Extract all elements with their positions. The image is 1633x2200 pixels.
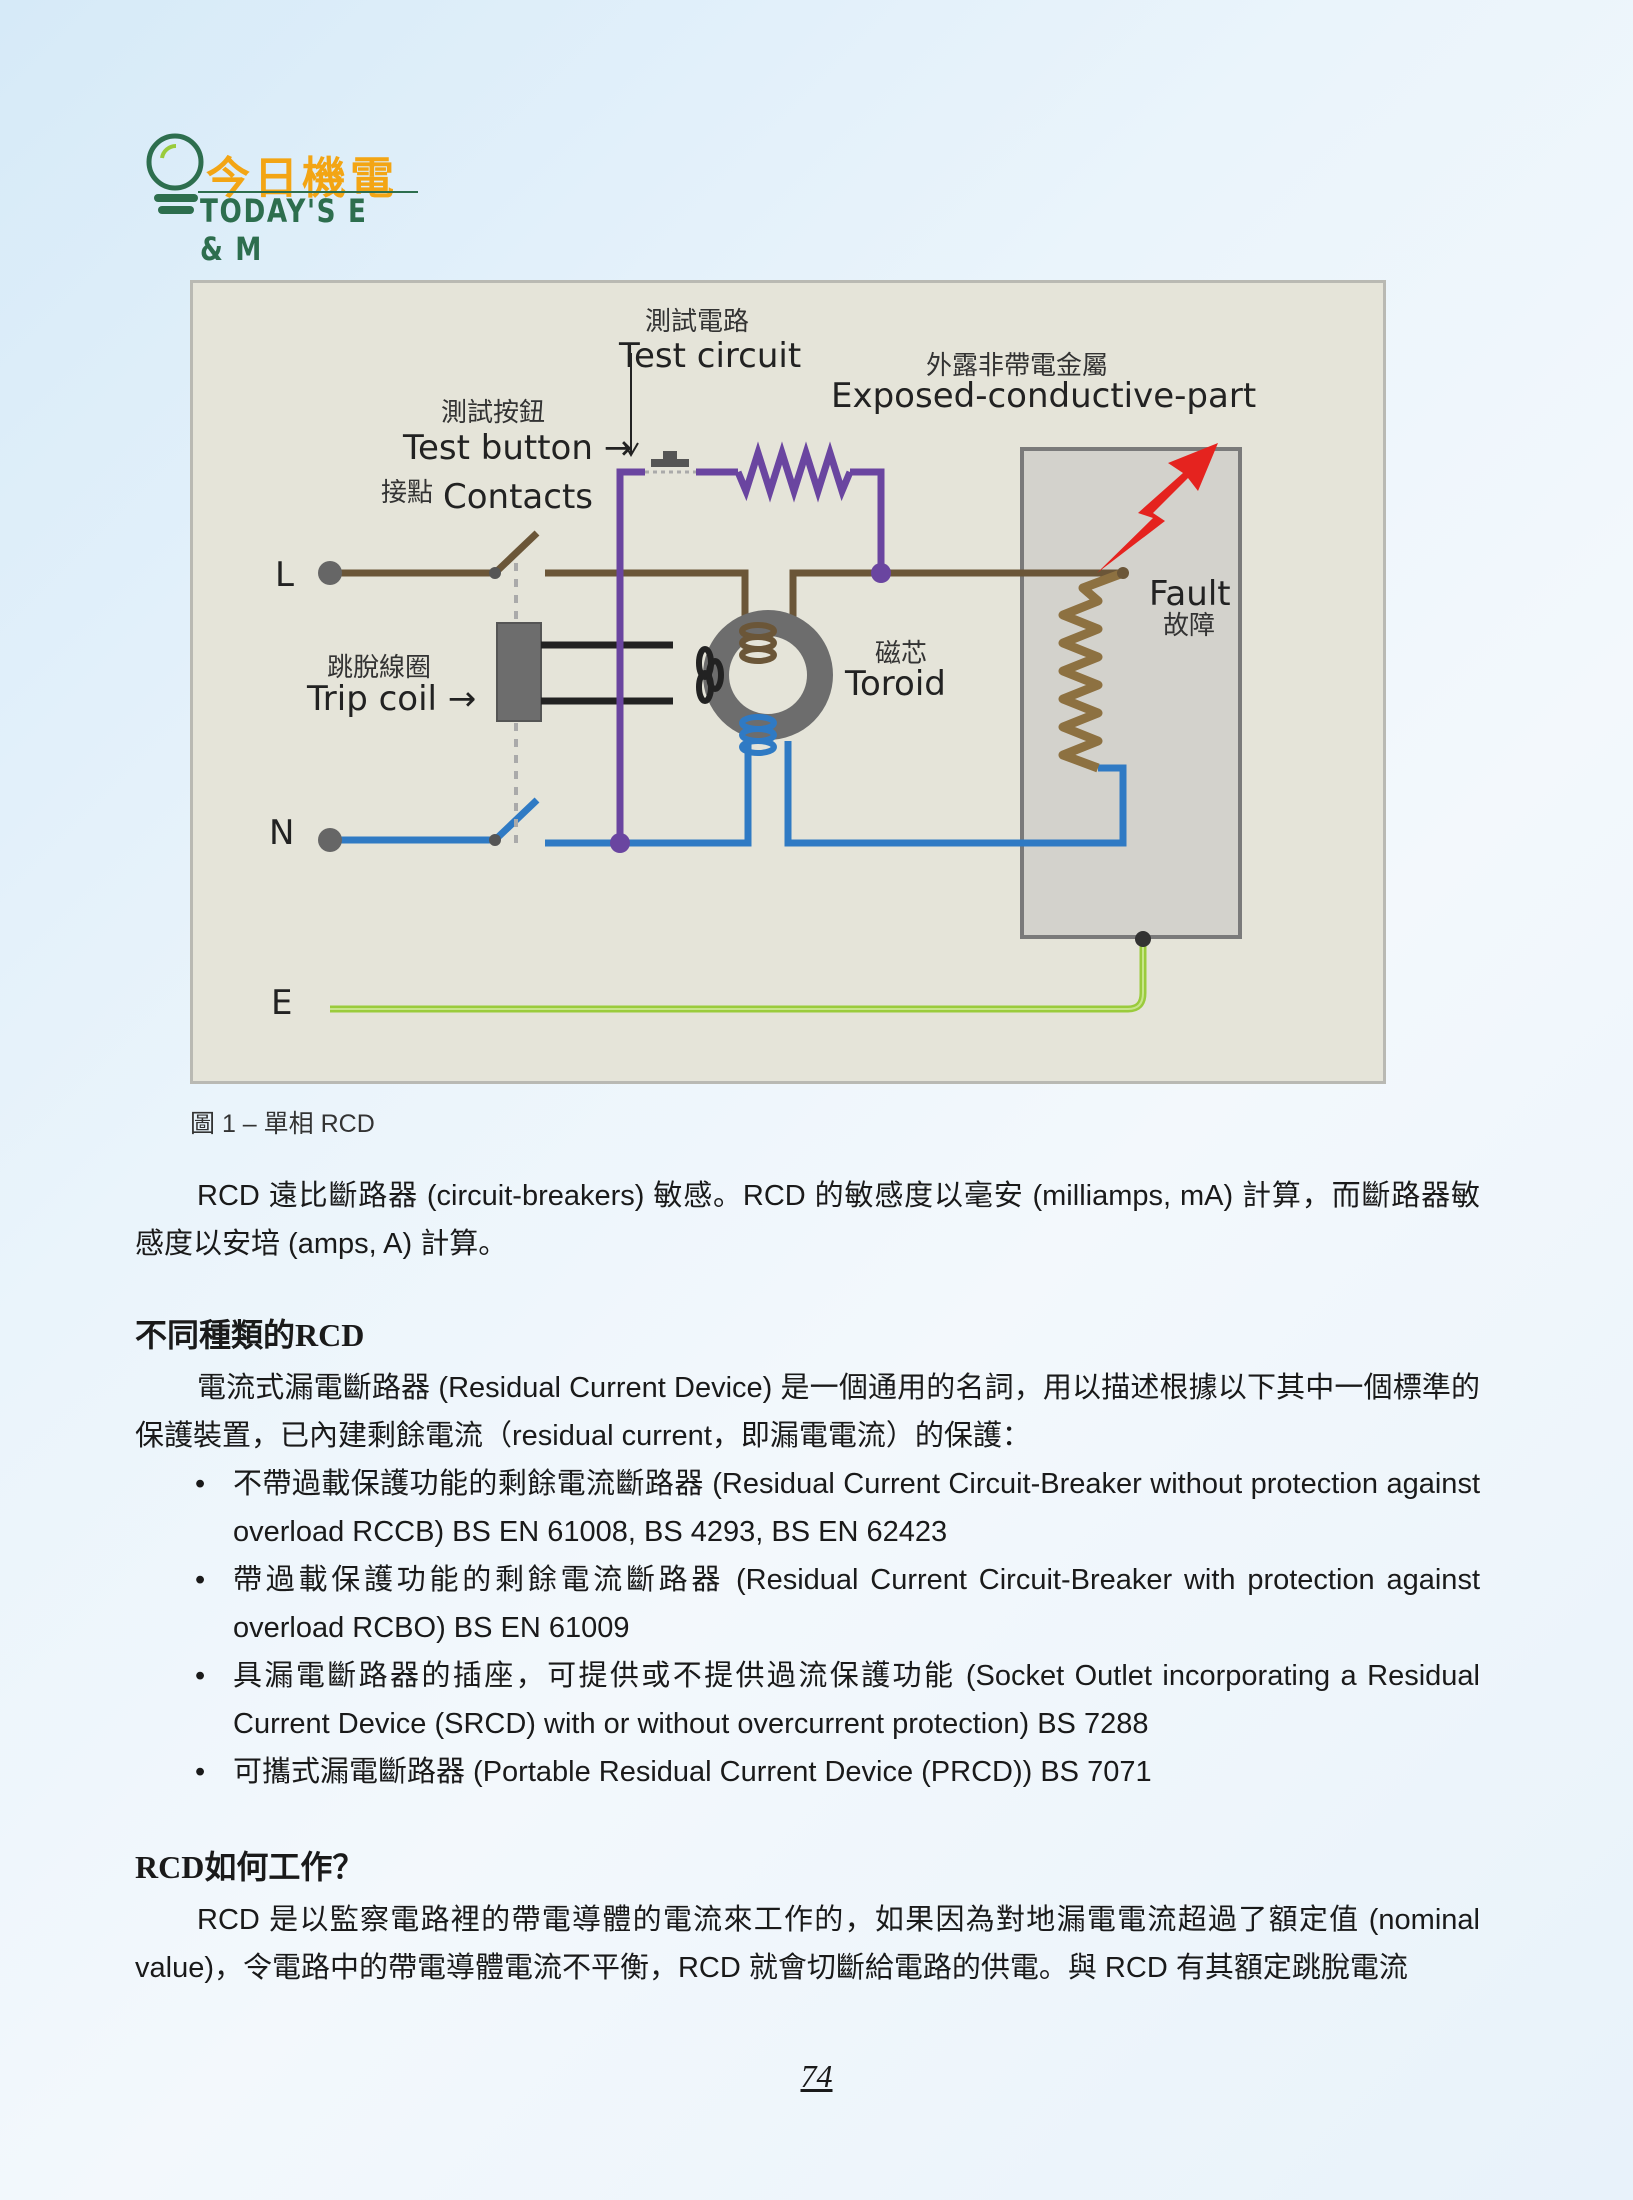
label-exposed-cn: 外露非帶電金屬 [926,351,1109,381]
test-resistor [734,441,854,503]
intro-paragraph: RCD 遠比斷路器 (circuit-breakers) 敏感。RCD 的敏感度… [135,1180,1480,1260]
fault-lightning-icon [1097,443,1218,573]
figure-caption: 圖 1 – 單相 RCD [190,1110,375,1138]
earth-wire [330,941,1147,1013]
label-trip-coil-en: Trip coil → [307,679,477,719]
logo-chinese-title: 今日機電 [206,153,398,204]
label-test-button-en: Test button → [403,428,633,468]
live-contact-switch [492,530,540,576]
exposed-conductive-part-box [1020,447,1242,939]
neutral-wire-through [545,741,752,847]
list-item: 具漏電斷路器的插座，可提供或不提供過流保護功能 (Socket Outlet i… [195,1652,1480,1748]
test-button-icon [651,459,689,467]
neutral-wire-out [784,741,1127,847]
earth-connection-node [1135,931,1151,947]
test-junction-neutral [610,833,630,853]
live-wire-out [789,569,1123,628]
rcd-circuit-drawing [318,353,1242,1013]
label-contacts-en: Contacts [443,477,593,517]
how-it-works-paragraph: RCD 是以監察電路裡的帶電導體的電流來工作的，如果因為對地漏電電流超過了額定值… [135,1904,1480,1984]
logo-divider [198,191,418,193]
label-L: L [275,555,294,595]
rcd-types-list: 不帶過載保護功能的剩餘電流斷路器 (Residual Current Circu… [195,1460,1480,1796]
list-item: 不帶過載保護功能的剩餘電流斷路器 (Residual Current Circu… [195,1460,1480,1556]
label-toroid-en: Toroid [845,664,946,704]
section-heading-types: 不同種類的RCD [135,1317,365,1353]
neutral-terminal [318,828,342,852]
label-fault-en: Fault [1149,574,1231,614]
section-heading-how-it-works: RCD如何工作？ [135,1849,365,1885]
list-item: 帶過載保護功能的剩餘電流斷路器 (Residual Current Circui… [195,1556,1480,1652]
label-test-circuit-cn: 測試電路 [645,307,750,337]
lightbulb-icon [146,133,204,214]
label-toroid-cn: 磁芯 [875,639,928,669]
logo-english-title: TODAY'S E & M [200,192,368,268]
label-exposed-en: Exposed-conductive-part [831,376,1257,416]
trip-coil-body [496,622,542,722]
logo: 今日機電 TODAY'S E & M [140,130,420,268]
live-terminal [318,561,342,585]
list-item: 可攜式漏電斷路器 (Portable Residual Current Devi… [195,1748,1480,1796]
page-number: 74 [800,2058,833,2094]
label-test-button-cn: 測試按鈕 [441,398,546,428]
toroid-windings [696,622,777,756]
test-junction-live [871,563,891,583]
label-test-circuit-en: Test circuit [619,336,802,376]
label-N: N [269,813,295,853]
types-paragraph: 電流式漏電斷路器 (Residual Current Device) 是一個通用… [135,1372,1480,1452]
label-E: E [271,983,293,1023]
live-wire-through [545,569,749,623]
label-contacts-cn: 接點 [381,478,434,508]
fault-path-spring [1058,568,1125,773]
label-fault-cn: 故障 [1163,611,1216,641]
label-trip-coil-cn: 跳脫線圈 [327,653,432,683]
test-circuit-wire [616,468,645,845]
rcd-diagram: 測試電路 Test circuit 外露非帶電金屬 Exposed-conduc… [190,280,1386,1084]
